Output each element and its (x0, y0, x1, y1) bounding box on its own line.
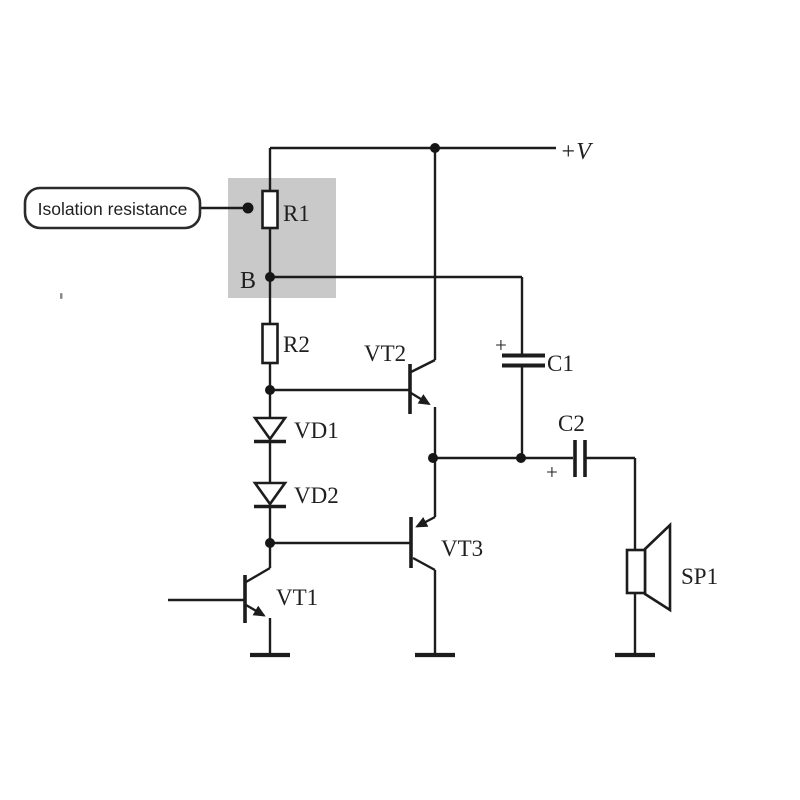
transistor-vt1-collector-diag (245, 566, 271, 584)
r1-label: R1 (283, 201, 310, 226)
callout-pointer-dot (242, 202, 254, 214)
diode-vd2-triangle (252, 481, 288, 507)
transistor-vt3-emitter-arrow (415, 515, 436, 528)
power-rail-label: +V (560, 139, 593, 165)
resistor-r1-body (261, 189, 279, 230)
c1-label: C1 (547, 351, 574, 376)
transistor-vt2-emitter-arrow (410, 391, 431, 406)
c2-polarity-sign: + (546, 460, 558, 484)
sp1-label: SP1 (681, 564, 718, 589)
resistor-r2-body (261, 322, 279, 365)
r2-label: R2 (283, 332, 310, 357)
speck-artifact (60, 293, 63, 299)
junction-node-b (265, 272, 275, 282)
diode-vd1-triangle (252, 416, 288, 442)
speaker-sp1-body (625, 548, 647, 595)
transistor-vt3-collector-diag (412, 556, 436, 572)
junction-output-c1 (516, 453, 526, 463)
transistor-vt2-collector-diag (410, 358, 436, 374)
vd1-label: VD1 (294, 418, 339, 443)
c1-polarity-sign: + (495, 333, 507, 357)
transistor-vt1-emitter-arrow (245, 603, 266, 617)
c2-label: C2 (558, 411, 585, 436)
callout-box (23, 186, 202, 230)
callout-label: Isolation resistance (38, 199, 188, 219)
junction-power-rail (430, 143, 440, 153)
junction-r2-vt2 (265, 385, 275, 395)
vt2-label: VT2 (364, 341, 406, 366)
junction-vd2-vt3 (265, 538, 275, 548)
junction-output-left (428, 453, 438, 463)
node-b-label: B (240, 268, 256, 294)
vd2-label: VD2 (294, 483, 339, 508)
speaker-sp1-horn (643, 521, 672, 613)
vt1-label: VT1 (276, 585, 318, 610)
vt3-label: VT3 (441, 536, 483, 561)
